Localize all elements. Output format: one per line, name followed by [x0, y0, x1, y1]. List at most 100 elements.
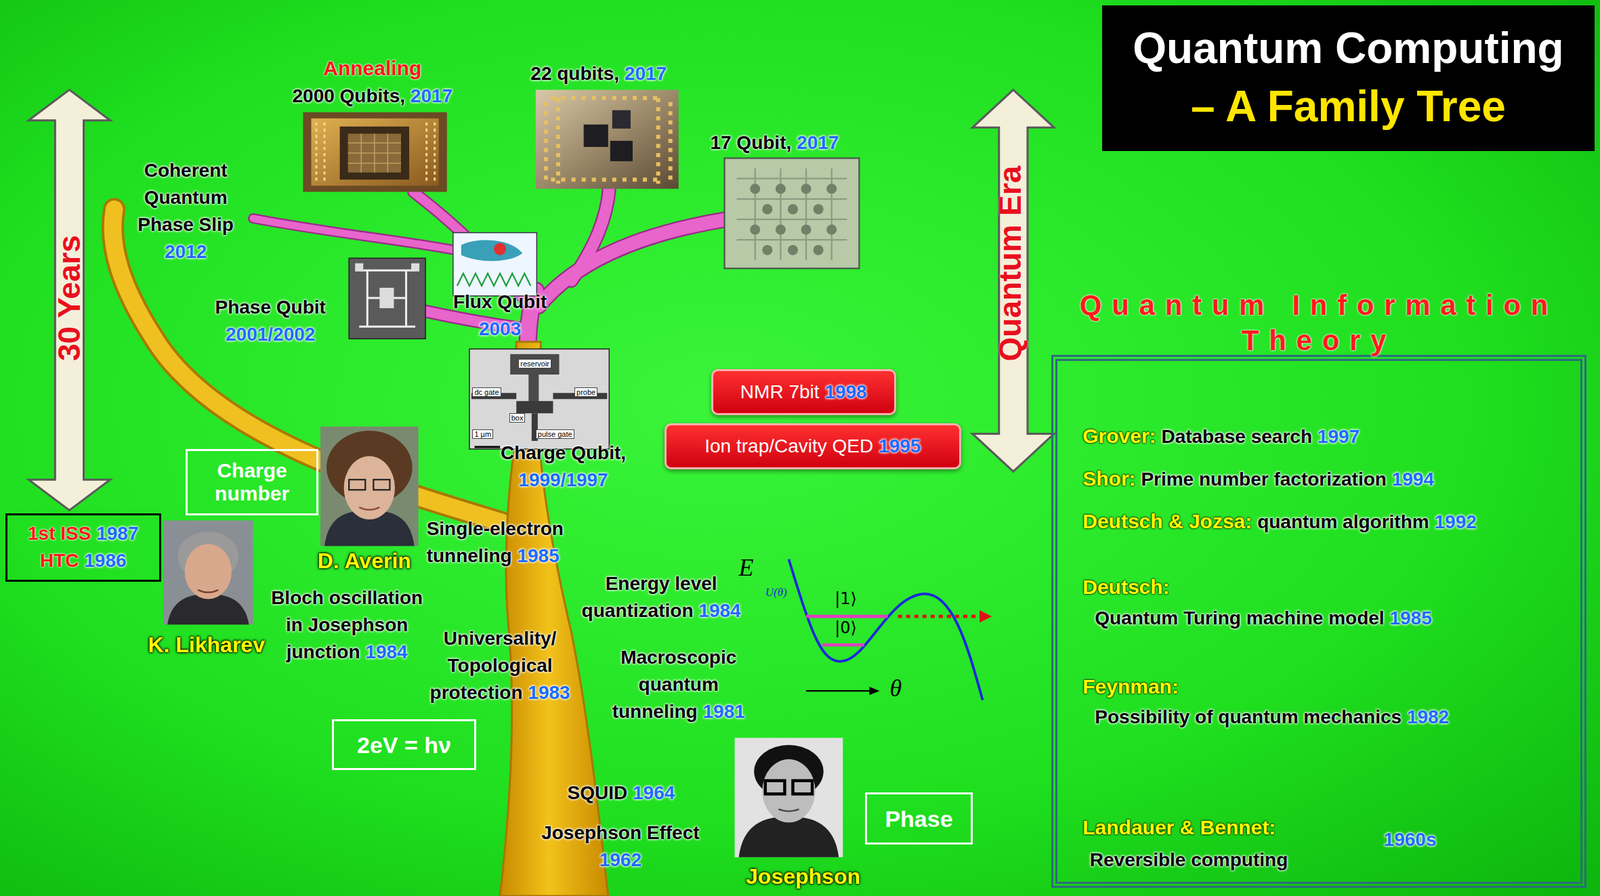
axis-label: E [739, 554, 754, 582]
branch [112, 209, 502, 523]
branch [112, 209, 502, 523]
averin-portrait [320, 426, 419, 546]
arrow-label: 30 Years [51, 235, 87, 362]
label-group: Macroscopic quantum tunneling1981 [602, 644, 756, 726]
likharev-portrait [163, 520, 254, 625]
theorist-name: Grover: [1082, 424, 1156, 448]
micrograph-label: probe [574, 387, 598, 397]
box-text: Ion trap/Cavity QED [704, 435, 874, 457]
theory-row: Grover:Database search1997 [1082, 422, 1360, 451]
box-content: 1st ISS1987HTC1986 [27, 520, 139, 575]
phase-qubit-photo [348, 258, 426, 339]
highlight-label: Annealing [323, 56, 422, 80]
panel-heading: Quantum Information Theory [1079, 289, 1559, 357]
label-group: probe [574, 385, 598, 398]
event-box: 1st ISS1987HTC1986 [5, 513, 162, 582]
year-label: 1992 [1434, 511, 1477, 533]
annealing-chip-photo [302, 112, 447, 193]
arrow-label: Quantum Era [992, 165, 1028, 362]
year-label: 1998 [824, 381, 867, 403]
theorist-name: Shor: [1082, 467, 1136, 490]
label-group: Quantum Era [992, 165, 1028, 362]
year-label: 1997 [1317, 426, 1360, 448]
year-label: 1985 [516, 545, 559, 567]
label-group: 2000 Qubits,2017 [291, 82, 453, 110]
year-label: 1985 [1389, 607, 1432, 629]
22-qubit-chip-photo [535, 90, 679, 189]
label-group: SQUID1964 [567, 779, 676, 807]
label-group: U(θ) [765, 585, 788, 600]
milestone-label: 22 qubits, [530, 62, 620, 84]
label-group: E [739, 554, 754, 581]
josephson-portrait [734, 737, 844, 857]
span-arrow [972, 90, 1055, 473]
label-group: Charge Qubit, 1999/1997 [440, 439, 687, 494]
year-label: 1962 [599, 849, 642, 871]
milestone-label: Phase Qubit [214, 296, 326, 318]
label-group: box [509, 411, 526, 424]
theorist-name: Deutsch: [1082, 575, 1170, 599]
label-group: Josephson [745, 862, 861, 891]
theory-panel: Quantum Information TheoryGrover:Databas… [1051, 354, 1588, 888]
box-text: HTC [39, 550, 80, 572]
year-label: 2017 [624, 62, 667, 84]
micrograph-label: pulse gate [535, 429, 575, 439]
label-group: Flux Qubit2003 [418, 288, 582, 343]
year-label: 1984 [698, 600, 741, 622]
year-label: 1994 [1392, 468, 1435, 490]
label-group: D. Averin [317, 546, 412, 576]
box-content: Ion trap/Cavity QED1995 [704, 432, 921, 460]
milestone-label: Josephson Effect [541, 822, 700, 844]
milestone-label: Prime number factorization [1140, 468, 1387, 490]
axis-label: U(θ) [765, 585, 788, 599]
micrograph-label: box [509, 413, 526, 423]
theorist-name: Feynman: [1082, 675, 1179, 698]
theory-row: Quantum Turing machine model1985 [1094, 604, 1432, 633]
micrograph-label: 1 µm [472, 429, 494, 439]
label-group: Annealing [323, 54, 422, 82]
year-label: 1999/1997 [518, 469, 608, 491]
label-group: 17 Qubit,2017 [709, 129, 839, 157]
milestone-label: Charge Qubit, [500, 442, 626, 464]
label-group: θ [890, 675, 903, 702]
person-name: K. Likharev [147, 632, 265, 658]
theory-row: Deutsch: [1082, 573, 1170, 601]
box-text: Phase [884, 806, 953, 832]
year-label: 1995 [878, 435, 921, 457]
diagram-title: Quantum Computing – A Family Tree [1102, 5, 1595, 152]
label-group: 30 Years [51, 235, 87, 362]
theory-row: Feynman: [1082, 673, 1179, 701]
label-group: Coherent Quantum Phase Slip 2012 [121, 157, 250, 266]
milestone-label: 2000 Qubits, [291, 85, 406, 107]
label-group: Single-electron tunneling1985 [426, 515, 596, 570]
year-label: 2012 [164, 241, 207, 263]
year-label: 2017 [410, 85, 453, 107]
label-group: |1⟩ [834, 590, 857, 608]
box-text: 2eV = hν [356, 732, 452, 759]
theory-row: Deutsch & Jozsa:quantum algorithm1992 [1082, 508, 1477, 536]
label-group: Phase Qubit2001/2002 [168, 293, 373, 349]
label-group: reservoir [518, 356, 552, 370]
year-label: 1960s [1383, 829, 1437, 851]
label-group: K. Likharev [147, 630, 265, 660]
box-text: 1st ISS [27, 522, 91, 544]
milestone-label: Database search [1161, 426, 1313, 448]
label-group: 1 µm [472, 427, 494, 440]
year-label: 1987 [96, 522, 139, 544]
theorist-name: Deutsch & Jozsa: [1082, 510, 1252, 533]
label-group: pulse gate [535, 427, 575, 440]
theory-row: Reversible computing [1089, 846, 1289, 874]
milestone-label: quantum algorithm [1257, 511, 1430, 533]
milestone-label: Coherent Quantum Phase Slip [137, 159, 234, 236]
year-label: 1986 [83, 550, 126, 572]
year-label: 2017 [796, 132, 839, 154]
milestone-label: Reversible computing [1089, 849, 1289, 871]
flux-qubit-photo [453, 233, 538, 297]
theory-row: 1960s [1383, 826, 1437, 854]
label-group: |0⟩ [834, 619, 857, 637]
experiment-box: NMR 7bit1998 [711, 369, 897, 416]
person-name: Josephson [745, 864, 861, 889]
box-content: 2eV = hν [356, 731, 452, 759]
milestone-label: Quantum Turing machine model [1094, 607, 1384, 629]
